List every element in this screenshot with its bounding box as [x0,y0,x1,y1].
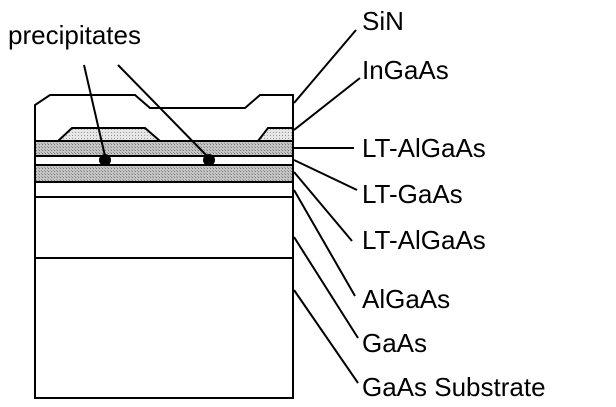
ingaas-label: InGaAs [362,55,449,85]
precipitate-dot-left [99,154,111,166]
algaas-label: AlGaAs [362,284,450,314]
lt-gaas-layer [34,155,294,166]
lt-algaas-bottom-leader-line [293,171,353,242]
algaas-layer [34,181,294,198]
gaas-leader-line [293,236,359,339]
lt-algaas-bottom-layer [34,164,294,183]
precipitate-dot-right [203,154,215,166]
lt-algaas-bottom-label: LT-AlGaAs [362,225,486,255]
algaas-leader-line [293,189,356,297]
ingaas-cap-left [55,127,163,142]
substrate-leader-line [293,289,359,384]
precipitates-leader-right [117,64,208,157]
ingaas-leader-line [293,77,361,131]
gaas-label: GaAs [362,328,427,358]
gaas-substrate-layer [34,257,294,399]
precipitates-label: precipitates [8,20,141,50]
lt-algaas-top-label: LT-AlGaAs [362,133,486,163]
lt-gaas-label: LT-GaAs [362,179,463,209]
sin-layer [34,94,294,141]
sin-leader-line [293,29,357,104]
sin-label: SiN [362,6,404,36]
gaas-layer [34,196,294,259]
lt-gaas-leader-line [293,159,358,191]
precipitates-leader-left [83,64,106,157]
ingaas-cap-right [255,127,294,142]
gaas-substrate-label: GaAs Substrate [362,372,546,402]
lt-algaas-top-layer [34,140,294,157]
